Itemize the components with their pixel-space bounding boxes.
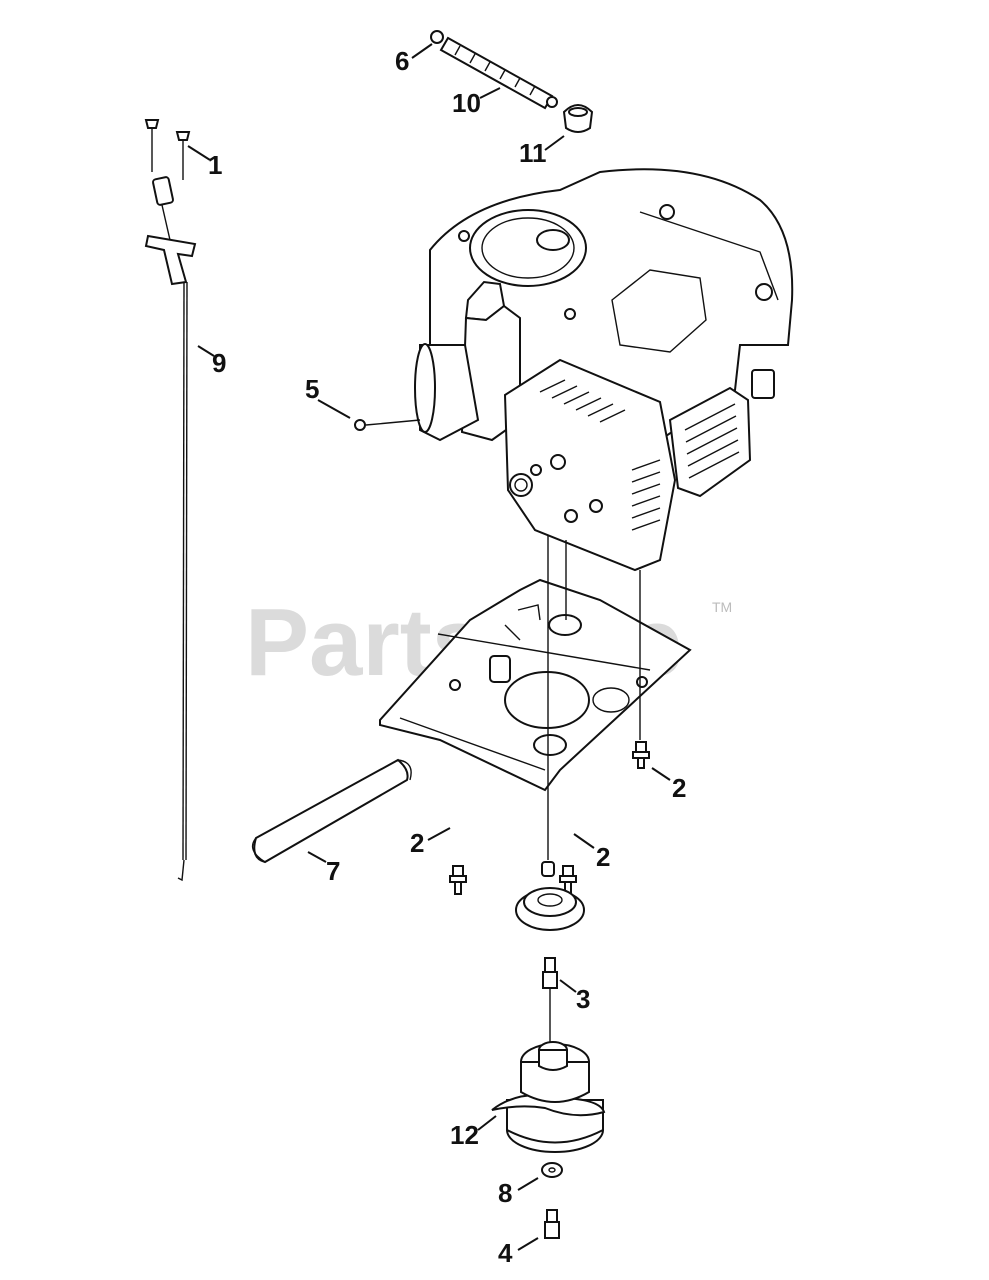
screw-part-1 <box>144 119 191 180</box>
watermark-tm: TM <box>712 599 732 615</box>
washer-part-8 <box>541 1162 563 1178</box>
plug-part-5 <box>354 419 366 431</box>
callout-7: 7 <box>326 856 340 886</box>
callout-1: 1 <box>208 150 222 180</box>
fuel-line-part-10 <box>430 30 594 133</box>
clamp-part-6 <box>430 30 444 44</box>
bolt-part-4 <box>544 1209 560 1239</box>
chute-part-7 <box>251 758 412 864</box>
throttle-control-part-9 <box>144 176 197 882</box>
clutch-part-12 <box>491 1041 606 1153</box>
callout-8: 8 <box>498 1178 512 1208</box>
callout-12: 12 <box>450 1120 479 1150</box>
callout-10: 10 <box>452 88 481 118</box>
callout-6: 6 <box>395 46 409 76</box>
alignment-lines <box>547 535 641 1050</box>
bolt-part-3 <box>542 957 558 989</box>
engine <box>354 168 794 572</box>
callout-2b: 2 <box>410 828 424 858</box>
callout-5: 5 <box>305 374 319 404</box>
callout-2a: 2 <box>672 773 686 803</box>
leader-lines <box>187 43 671 1251</box>
callout-numbers: 1 9 5 6 10 11 2 2 2 7 3 12 8 4 <box>208 46 686 1268</box>
bolt-part-2-b <box>449 865 467 895</box>
bolt-part-2-a <box>632 741 650 769</box>
callout-2c: 2 <box>596 842 610 872</box>
callout-4: 4 <box>498 1238 513 1268</box>
callout-9: 9 <box>212 348 226 378</box>
callout-3: 3 <box>576 984 590 1014</box>
deck-mounting-plate <box>379 578 692 792</box>
callout-11: 11 <box>519 138 547 168</box>
spindle-pulley <box>515 861 585 931</box>
